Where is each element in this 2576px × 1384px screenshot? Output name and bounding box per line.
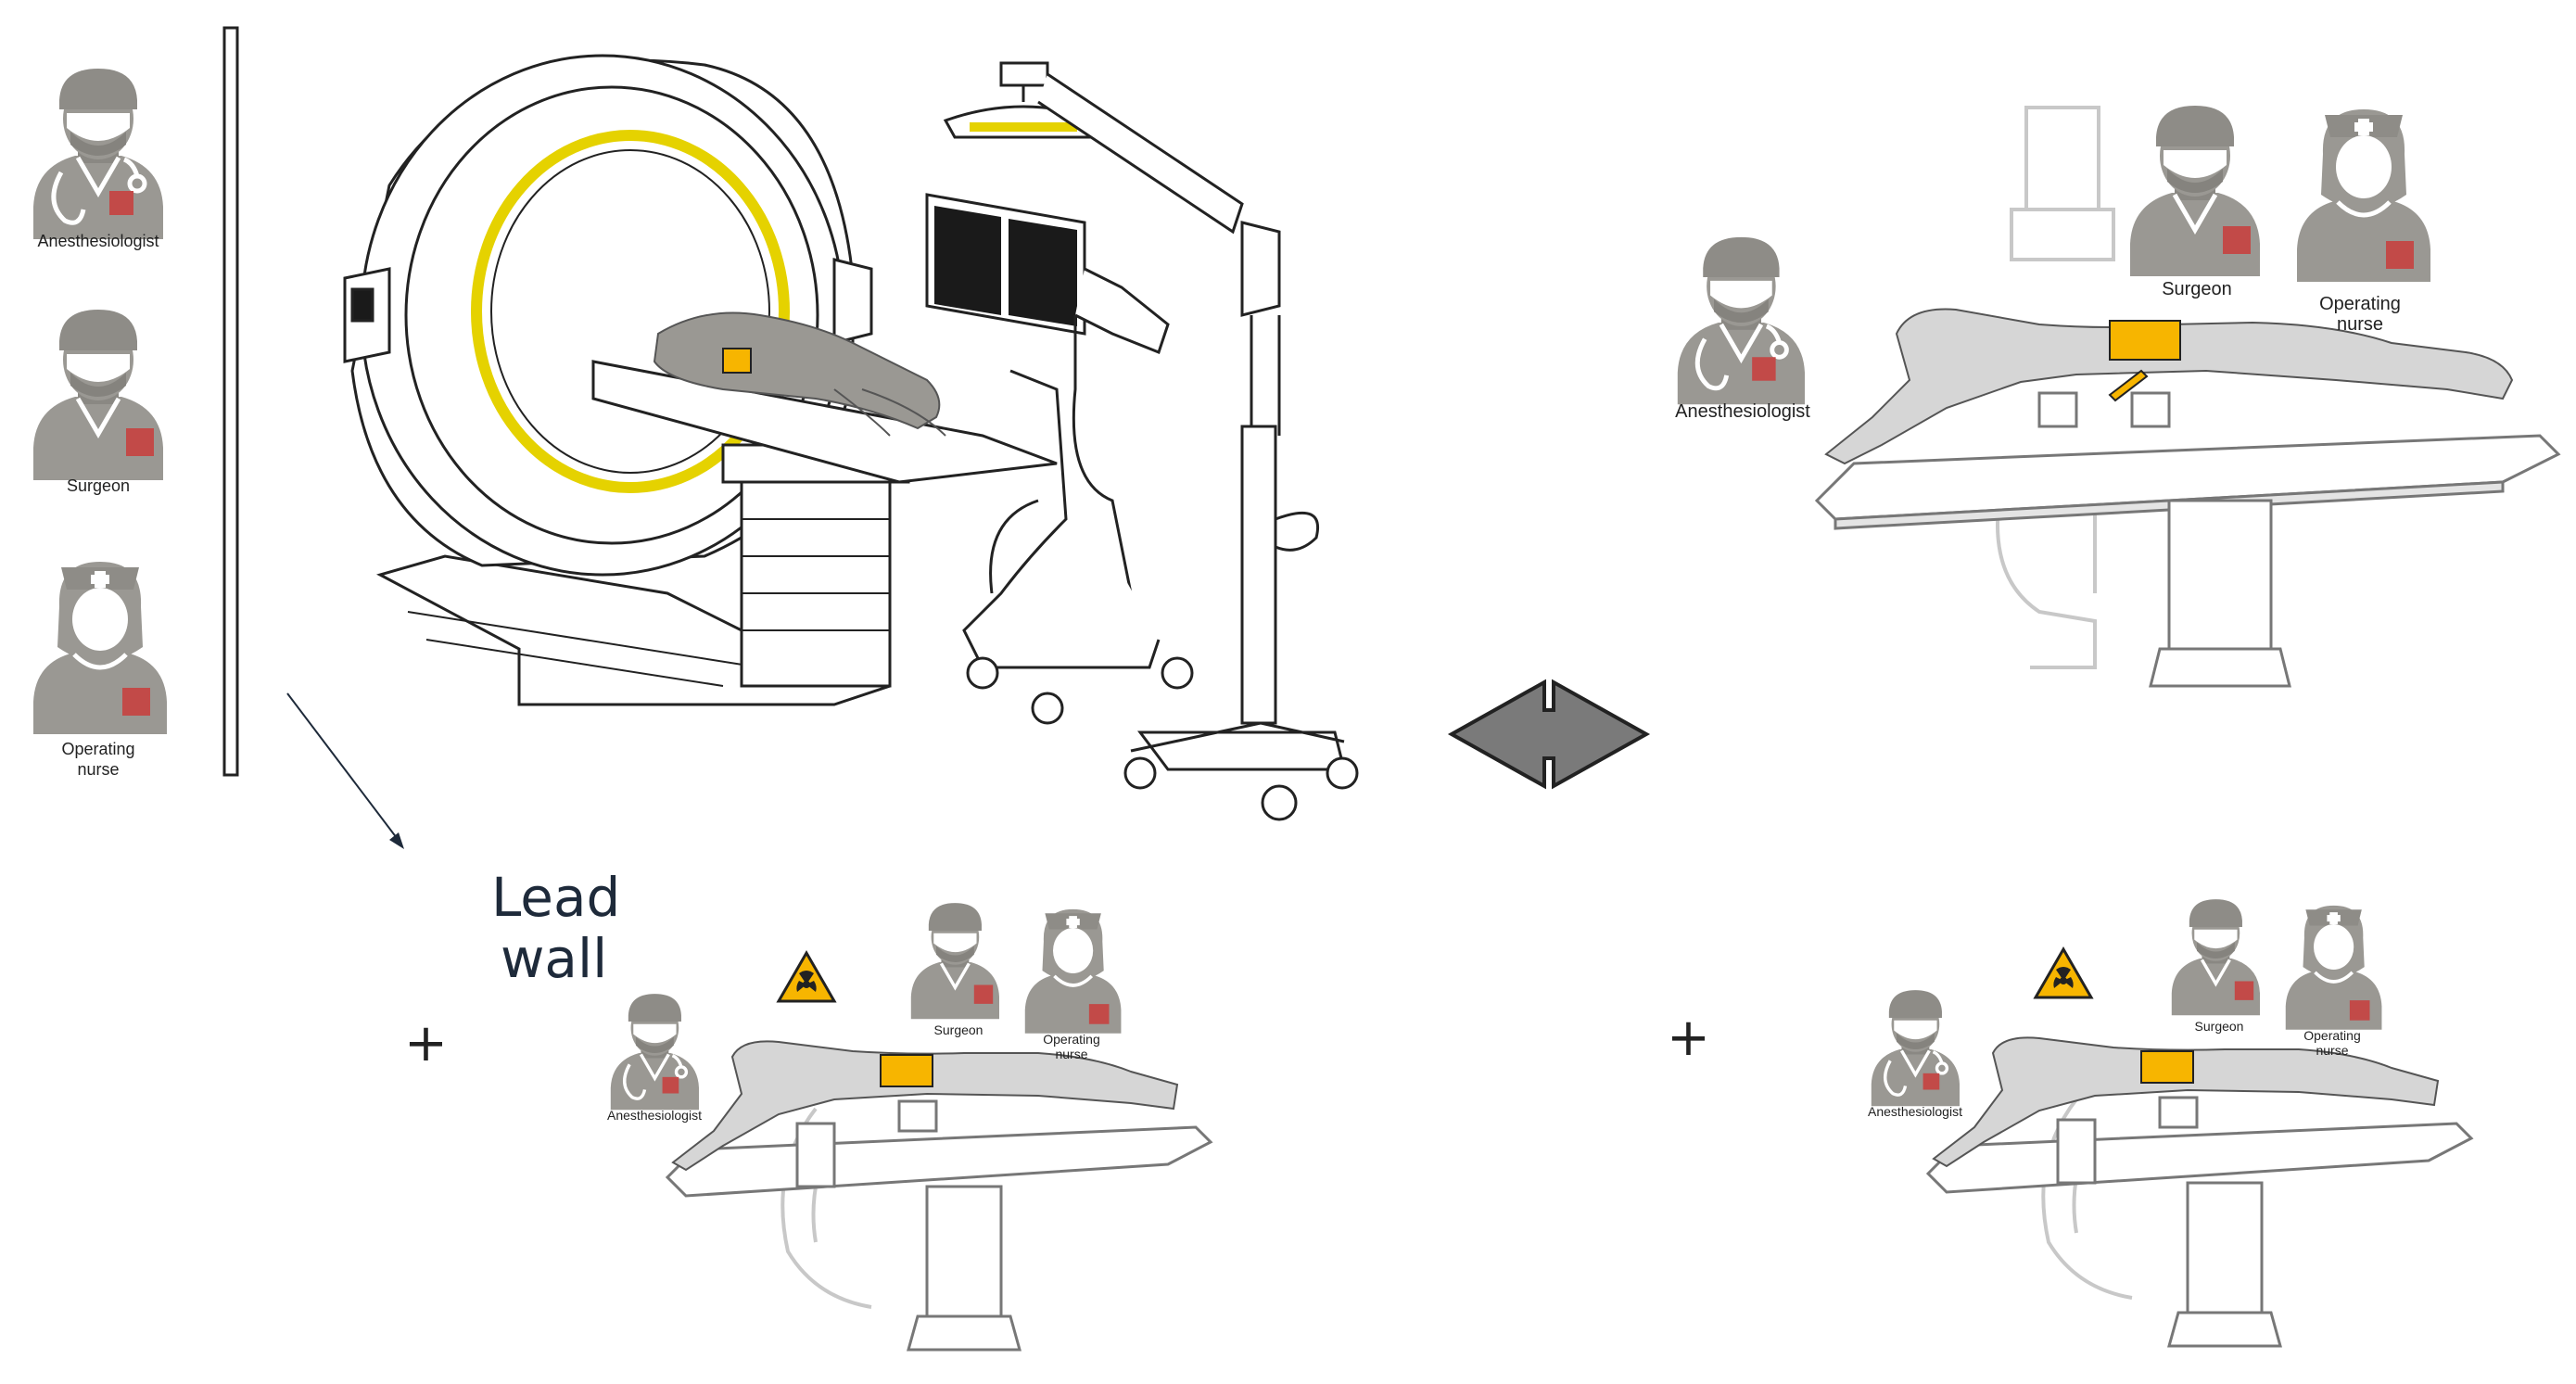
target-area <box>880 1054 933 1087</box>
operating-table-icon <box>1814 391 2561 688</box>
operating-nurse-label-line2: nurse <box>1055 1047 1087 1061</box>
surgeon-icon <box>33 310 163 480</box>
operating-nurse-label-line2: nurse <box>2316 1043 2348 1058</box>
surgeon-label: Surgeon <box>2195 1019 2244 1034</box>
surgeon-label: Surgeon <box>2162 279 2232 299</box>
plus-sign-right: + <box>1667 1008 1710 1068</box>
operating-table-icon <box>665 1099 1213 1352</box>
patient-body <box>1932 1036 2440 1168</box>
plus-sign-left: + <box>404 1013 448 1073</box>
anesthesiologist-label: Anesthesiologist <box>1868 1104 1962 1119</box>
bottom-right-surgery-scene: Anesthesiologist Surgeon Operating nurse <box>1868 897 2474 1348</box>
surgeon-label: Surgeon <box>934 1022 983 1037</box>
patient-body <box>671 1040 1179 1172</box>
surgeon-label: Surgeon <box>67 476 130 495</box>
target-area <box>2140 1050 2194 1084</box>
ct-scanner-icon <box>343 54 1058 706</box>
operating-table-icon <box>1925 1096 2474 1348</box>
monitor-cart-icon <box>925 193 1194 725</box>
operating-nurse-icon <box>2297 109 2430 282</box>
lead-wall-label-line1: Lead <box>491 866 620 929</box>
anesthesiologist-label: Anesthesiologist <box>1675 401 1810 422</box>
anesthesiologist-icon <box>609 992 701 1111</box>
operating-nurse-label-line1: Operating <box>1043 1032 1099 1047</box>
surgeon-icon <box>2130 106 2260 276</box>
surgeon-icon <box>909 901 1001 1021</box>
anesthesiologist-icon <box>1678 237 1805 404</box>
anesthesiologist-icon <box>1870 988 1961 1108</box>
target-area <box>2109 320 2181 361</box>
lead-wall-label-line2: wall <box>501 927 607 990</box>
surgeon-icon <box>2170 897 2262 1017</box>
operating-nurse-icon <box>33 562 167 734</box>
instrument <box>2108 369 2149 402</box>
staff-column: Anesthesiologist Surgeon Operating nurse <box>33 69 167 779</box>
c-arm-icon <box>1996 106 2115 669</box>
operating-nurse-icon <box>1022 908 1123 1035</box>
operating-nurse-label-line1: Operating <box>2319 294 2401 314</box>
anesthesiologist-icon <box>33 69 163 239</box>
operating-nurse-label-line2: nurse <box>2337 314 2383 335</box>
anesthesiologist-label: Anesthesiologist <box>37 232 159 250</box>
operating-nurse-icon <box>2283 904 2384 1032</box>
lead-wall-bar <box>222 26 239 777</box>
bottom-left-surgery-scene: Anesthesiologist Surgeon Operating nurse <box>607 901 1213 1352</box>
operating-nurse-label-line2: nurse <box>77 760 119 779</box>
radiation-warning-icon <box>2034 947 2093 999</box>
radiation-warning-icon <box>777 951 836 1003</box>
lead-wall-pointer-arrow <box>286 692 404 849</box>
surgical-lamp-icon <box>943 61 1359 821</box>
anesthesiologist-label: Anesthesiologist <box>607 1108 702 1123</box>
double-arrow-icon <box>1447 679 1651 790</box>
operating-nurse-label-line1: Operating <box>61 740 134 758</box>
operating-nurse-label-line1: Operating <box>2303 1028 2360 1043</box>
patient-body <box>1824 308 2514 465</box>
top-right-surgery-scene: Anesthesiologist Surgeon Operating nurse <box>1675 106 2561 688</box>
